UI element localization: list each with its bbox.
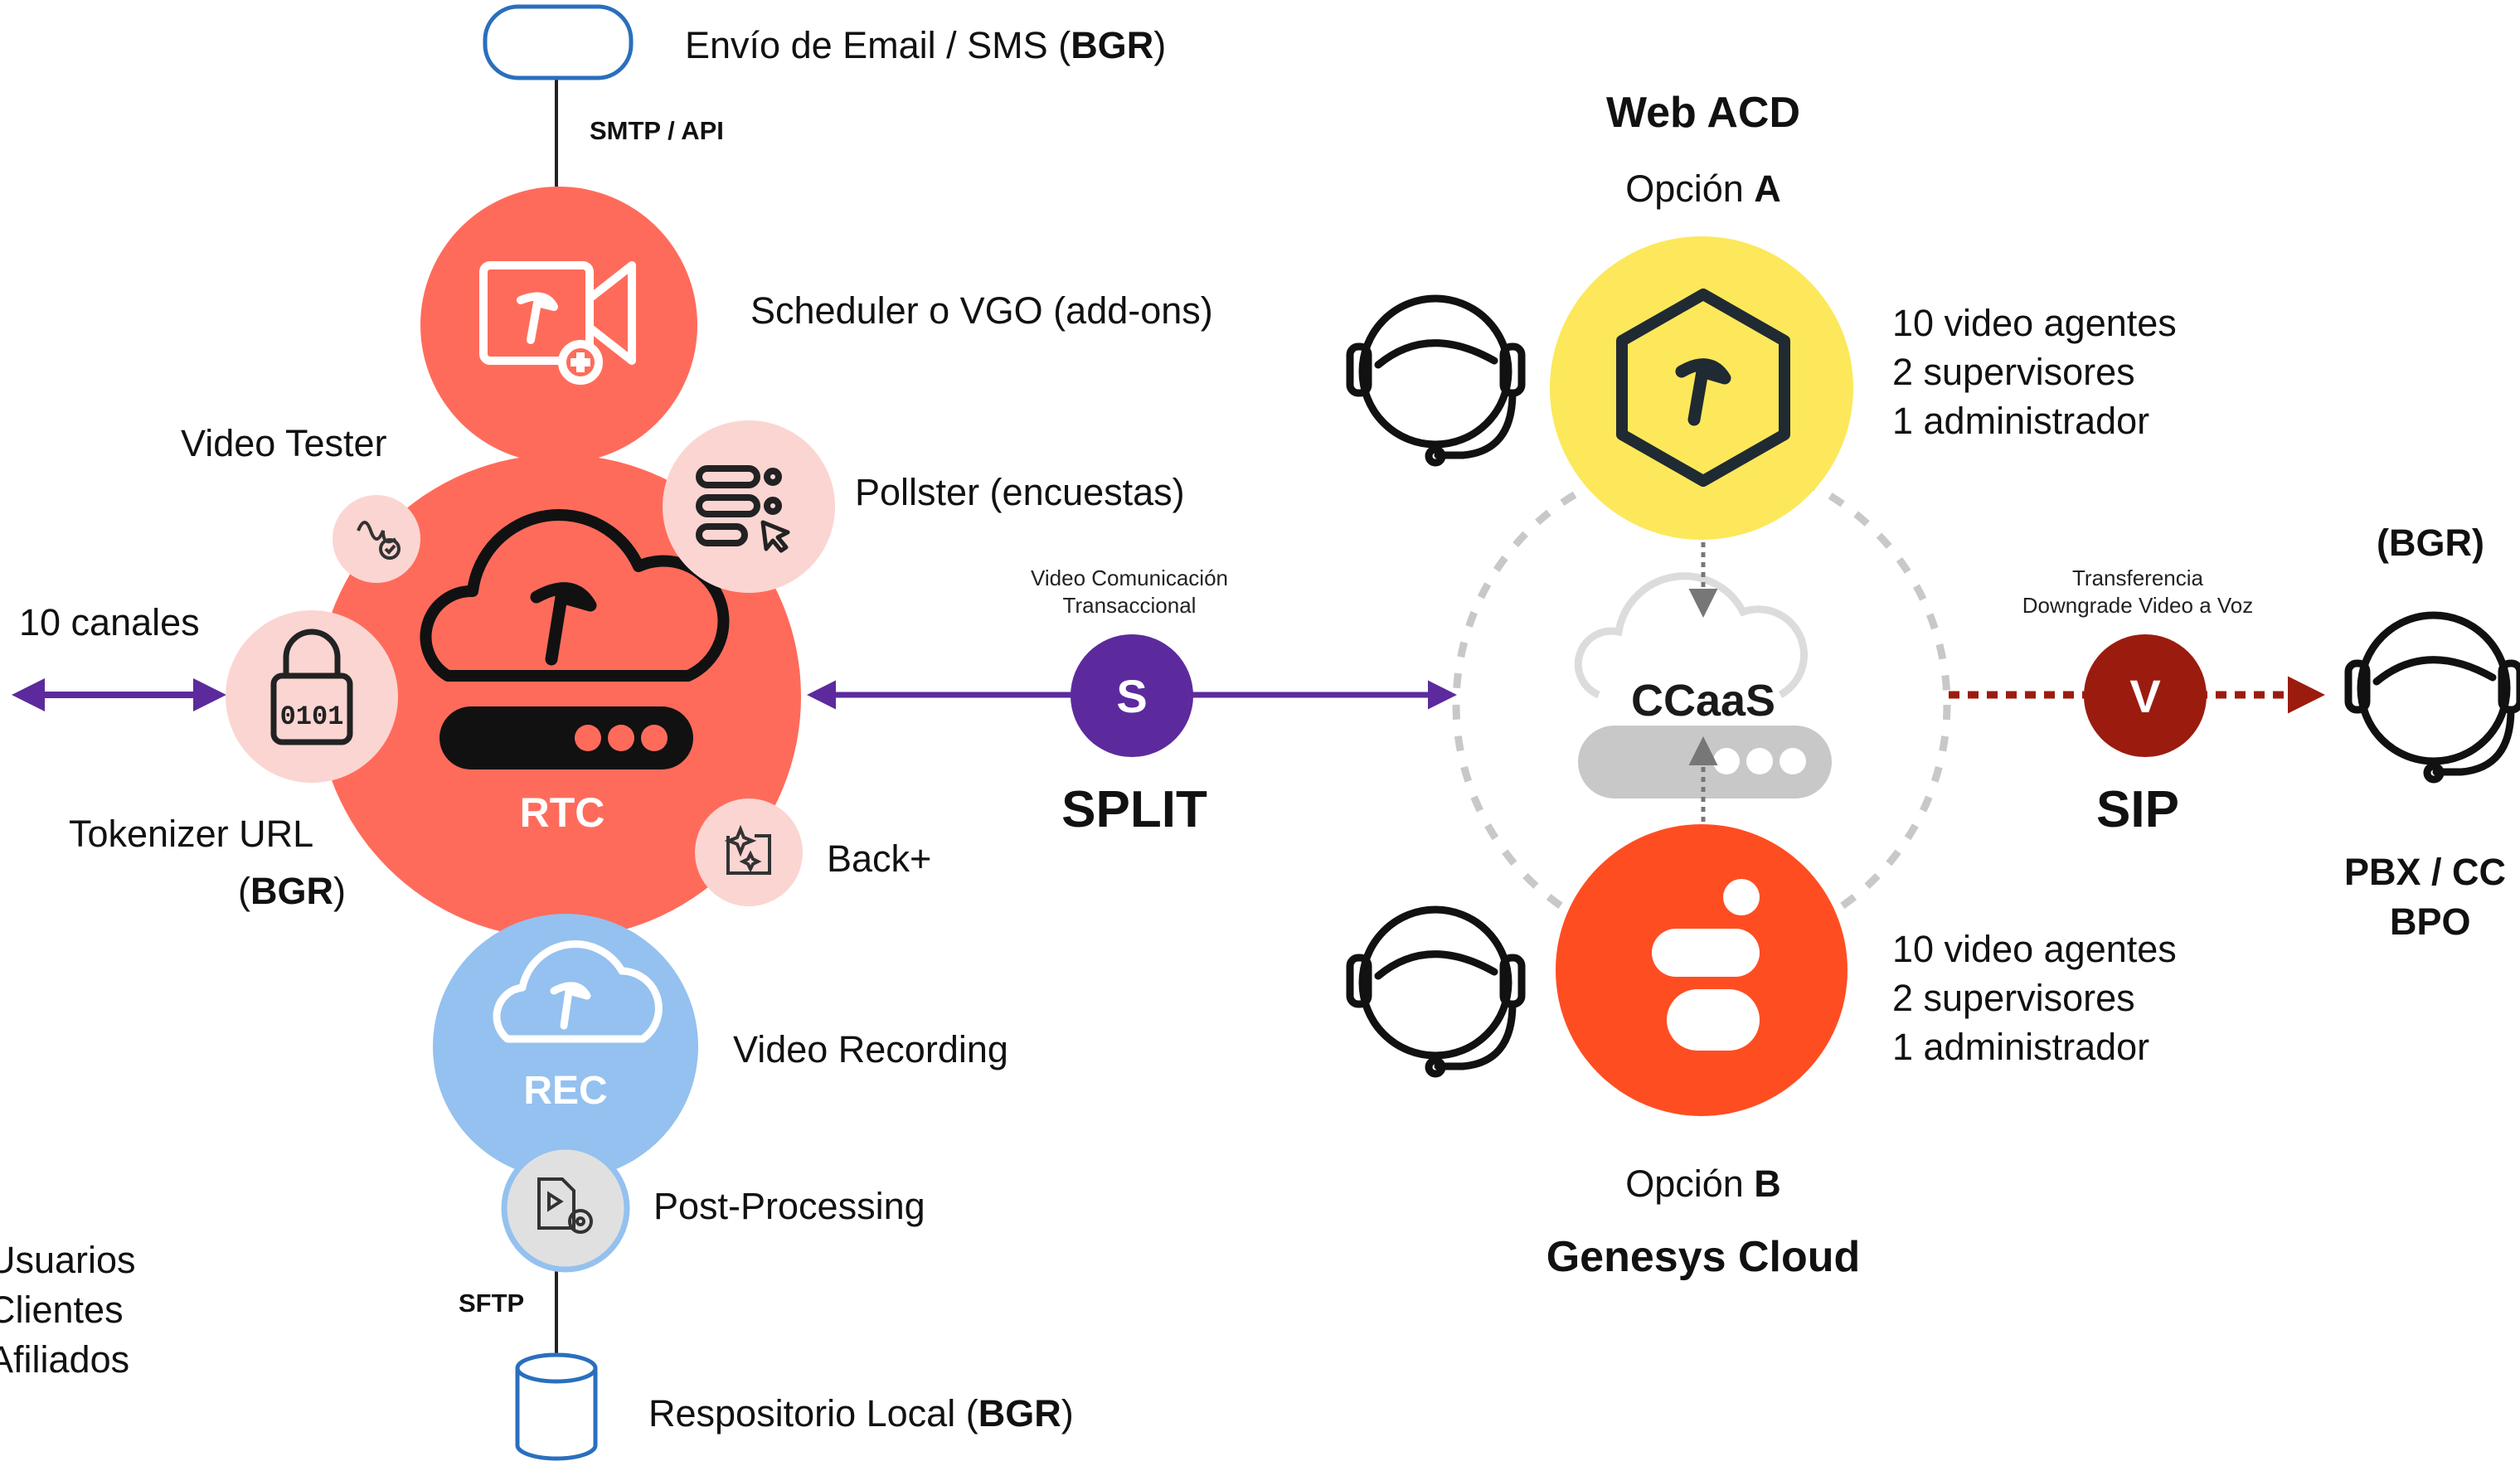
agents-b-line: 2 supervisores [1892, 977, 2135, 1019]
web-acd-title: Web ACD [1606, 89, 1800, 137]
option-b-prefix: Opción [1625, 1163, 1755, 1205]
split-caption-line2: Transaccional [1062, 592, 1197, 618]
genesys-logo-icon [1652, 879, 1760, 1051]
email-pill [483, 4, 634, 80]
video-recording-label: Video Recording [733, 1028, 1008, 1070]
option-a-prefix: Opción [1625, 167, 1755, 210]
agents-a-line: 10 video agentes [1892, 302, 2177, 344]
sip-node [2084, 634, 2207, 757]
email-close-paren: ) [1153, 24, 1167, 66]
rtc-circle [317, 454, 801, 939]
rec-cloud-icon [493, 940, 663, 1043]
smtp-label: SMTP / API [590, 116, 724, 145]
users-line: Usuarios [0, 1239, 136, 1281]
ccaas-cloud-icon [1574, 572, 1809, 699]
agent-headset-icon [1346, 905, 1526, 1078]
lock-icon [270, 629, 353, 745]
repo-bgr: BGR [978, 1392, 1061, 1434]
hexagon-logo-icon [1616, 289, 1790, 487]
email-label: Envío de Email / SMS (BGR) [685, 27, 1166, 64]
repo-label: Respositorio Local (BGR) [648, 1395, 1074, 1432]
email-label-text: Envío de Email / SMS [685, 24, 1059, 66]
sip-label: SIP [2096, 781, 2179, 838]
pbx-line2: BPO [2390, 900, 2471, 943]
tokenizer-bgr: (BGR) [238, 872, 346, 910]
split-node [1071, 634, 1193, 757]
rtc-cloud-icon [420, 508, 730, 682]
file-gear-icon [537, 1177, 593, 1234]
agents-a-list: 10 video agentes 2 supervisores 1 admini… [1892, 299, 2177, 445]
tokenizer-circle [226, 610, 398, 783]
repo-open-paren: ( [965, 1392, 978, 1434]
split-caption-line1: Video Comunicación [1031, 566, 1228, 590]
clients-line: Clientes [0, 1289, 124, 1331]
backplus-label: Back+ [827, 837, 932, 880]
agent-headset-icon [2344, 611, 2520, 784]
tokenizer-open-paren: ( [238, 870, 250, 912]
agents-b-line: 1 administrador [1892, 1026, 2150, 1068]
option-b-letter: B [1754, 1163, 1781, 1205]
email-open-paren: ( [1058, 24, 1071, 66]
agents-a-line: 1 administrador [1892, 400, 2150, 442]
sftp-label: SFTP [459, 1289, 525, 1318]
pollster-list-icon [696, 465, 790, 553]
repo-label-text: Respositorio Local [648, 1392, 966, 1434]
video-camera-plus-icon [479, 261, 636, 385]
video-tester-label: Video Tester [181, 422, 387, 464]
split-node-letter: S [1116, 670, 1148, 722]
database-cylinder-icon [515, 1352, 598, 1461]
sip-caption: Transferencia Downgrade Video a Voz [2022, 565, 2254, 619]
web-acd-option: Opción A [1625, 170, 1781, 207]
tokenizer-close-paren: ) [333, 870, 346, 912]
pbx-label: PBX / CC BPO [2344, 847, 2506, 947]
video-tester-icon [357, 521, 401, 560]
sip-node-letter: V [2129, 670, 2161, 722]
post-processing-circle [501, 1143, 630, 1273]
rtc-label: RTC [519, 789, 605, 836]
scheduler-label: Scheduler o VGO (add-ons) [750, 289, 1213, 332]
post-processing-label: Post-Processing [653, 1185, 925, 1227]
pbx-line1: PBX / CC [2344, 851, 2507, 893]
tokenizer-bgr-bold: BGR [250, 870, 333, 912]
users-list: Usuarios Clientes Afiliados [0, 1235, 136, 1385]
agents-b-list: 10 video agentes 2 supervisores 1 admini… [1892, 925, 2177, 1071]
split-label: SPLIT [1061, 781, 1207, 838]
rec-circle [433, 914, 698, 1179]
ccaas-label: CCaaS [1630, 676, 1776, 726]
backplus-circle [695, 799, 803, 906]
tokenizer-label: Tokenizer URL [69, 813, 314, 855]
rec-label: REC [523, 1069, 608, 1113]
pollster-label: Pollster (encuestas) [855, 471, 1185, 513]
affiliates-line: Afiliados [0, 1338, 130, 1381]
genesys-title: Genesys Cloud [1546, 1233, 1861, 1281]
sip-caption-line2: Downgrade Video a Voz [2022, 592, 2254, 618]
agents-b-line: 10 video agentes [1892, 928, 2177, 970]
pbx-bgr: (BGR) [2377, 522, 2484, 564]
server-bar-icon [439, 706, 693, 769]
tokenizer-bits: 0101 [280, 701, 344, 732]
canales-label: 10 canales [19, 601, 200, 643]
split-caption: Video Comunicación Transaccional [1031, 565, 1228, 619]
genesys-option: Opción B [1625, 1165, 1781, 1202]
agents-a-line: 2 supervisores [1892, 351, 2135, 393]
agent-headset-icon [1346, 294, 1526, 467]
sip-caption-line1: Transferencia [2072, 566, 2203, 590]
email-bgr: BGR [1071, 24, 1154, 66]
pollster-circle [663, 420, 835, 593]
sparkle-window-icon [724, 824, 771, 875]
option-a-letter: A [1754, 167, 1781, 210]
scheduler-circle [420, 187, 697, 464]
repo-close-paren: ) [1061, 1392, 1074, 1434]
